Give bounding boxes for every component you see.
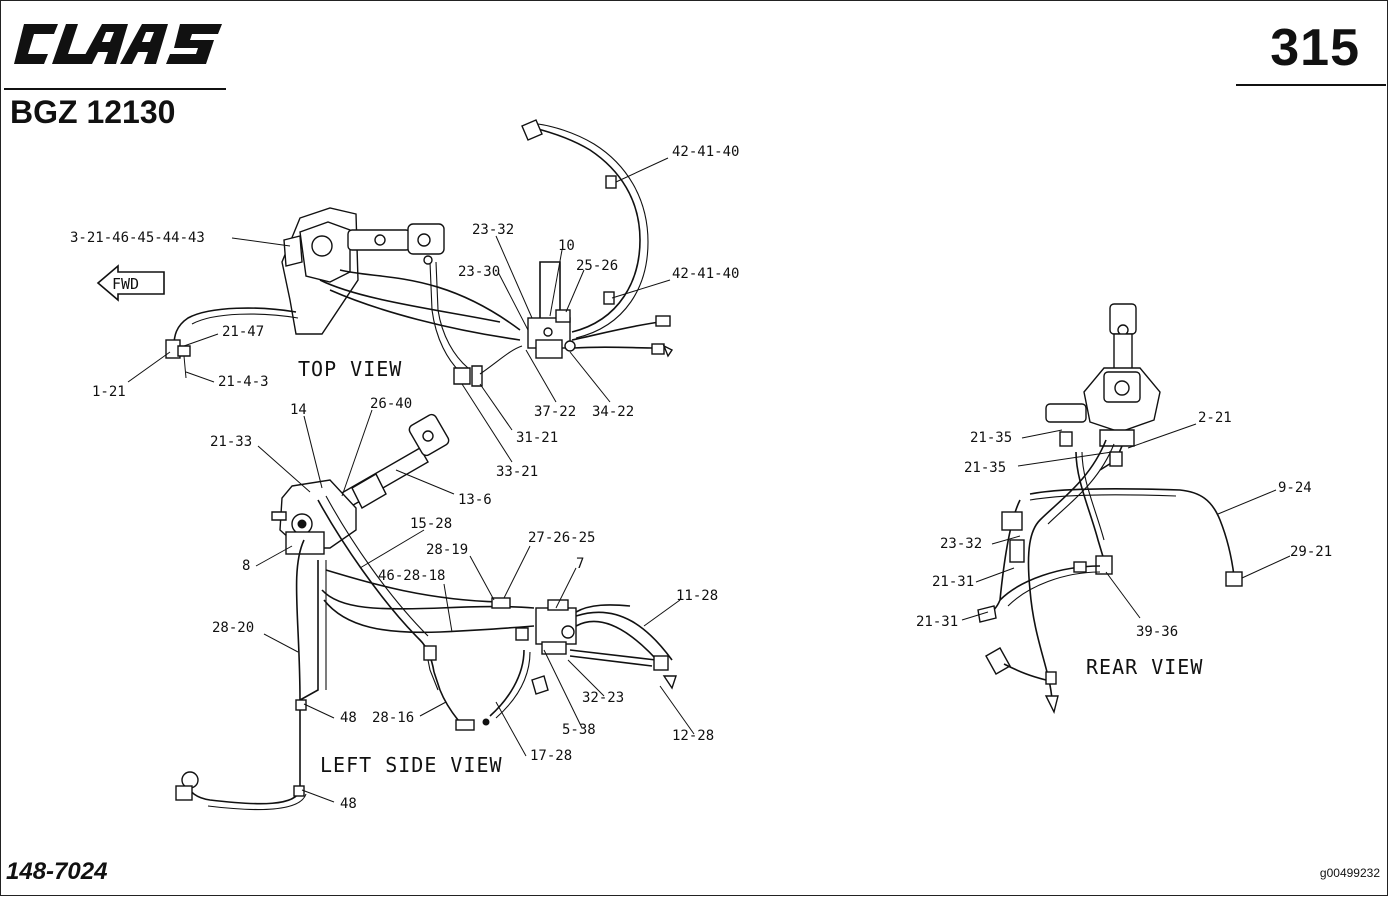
diagram-code: 148-7024 (6, 858, 108, 885)
callout-46-28-18: 46-28-18 (378, 568, 445, 584)
callout-5-38: 5-38 (562, 722, 596, 738)
callout-28-20: 28-20 (212, 620, 254, 636)
callout-25-26: 25-26 (576, 258, 618, 274)
callout-2-21: 2-21 (1198, 410, 1232, 426)
callout-48-b: 48 (340, 796, 357, 812)
callout-9-24: 9-24 (1278, 480, 1312, 496)
callout-42-41-40-b: 42-41-40 (672, 266, 739, 282)
claas-logo (14, 24, 222, 64)
callout-39-36: 39-36 (1136, 624, 1178, 640)
callout-15-28: 15-28 (410, 516, 452, 532)
callout-23-32-rear: 23-32 (940, 536, 982, 552)
rear-view-callouts: 21-35 2-21 21-35 9-24 23-32 29-21 21-31 … (916, 410, 1332, 679)
callout-33-21: 33-21 (496, 464, 538, 480)
callout-10: 10 (558, 238, 575, 254)
callout-21-47: 21-47 (222, 324, 264, 340)
image-id: g00499232 (1319, 866, 1380, 880)
rear-view-title: REAR VIEW (1086, 655, 1203, 679)
callout-31-21: 31-21 (516, 430, 558, 446)
callout-13-6: 13-6 (458, 492, 492, 508)
page-number-underline (1236, 84, 1386, 86)
logo-underline (4, 88, 226, 90)
callout-11-28: 11-28 (676, 588, 718, 604)
callout-21-31-b: 21-31 (916, 614, 958, 630)
model-code: BGZ 12130 (10, 94, 176, 130)
page-number: 315 (1270, 19, 1360, 77)
callout-23-32: 23-32 (472, 222, 514, 238)
callout-1-21: 1-21 (92, 384, 126, 400)
callout-28-16: 28-16 (372, 710, 414, 726)
callout-26-40: 26-40 (370, 396, 412, 412)
callout-29-21: 29-21 (1290, 544, 1332, 560)
fwd-arrow: FWD (96, 264, 165, 302)
callout-34-22: 34-22 (592, 404, 634, 420)
callout-21-35-a: 21-35 (970, 430, 1012, 446)
left-side-view-assembly (175, 413, 677, 811)
callout-21-33: 21-33 (210, 434, 252, 450)
callout-23-30: 23-30 (458, 264, 500, 280)
callout-37-22: 37-22 (534, 404, 576, 420)
callout-3-21-46-45-44-43: 3-21-46-45-44-43 (70, 230, 205, 246)
callout-21-31-a: 21-31 (932, 574, 974, 590)
rear-view-assembly (977, 303, 1243, 715)
callout-28-19: 28-19 (426, 542, 468, 558)
callout-14: 14 (290, 402, 307, 418)
callout-27-26-25: 27-26-25 (528, 530, 595, 546)
top-view-assembly (165, 119, 674, 387)
callout-7: 7 (576, 556, 584, 572)
callout-8: 8 (242, 558, 250, 574)
left-side-view-callouts: 14 26-40 21-33 13-6 15-28 28-19 27-26-25… (210, 396, 718, 812)
callout-21-4-3: 21-4-3 (218, 374, 269, 390)
callout-42-41-40-a: 42-41-40 (672, 144, 739, 160)
callout-48-a: 48 (340, 710, 357, 726)
callout-12-28: 12-28 (672, 728, 714, 744)
fwd-label: FWD (112, 275, 139, 293)
callout-17-28: 17-28 (530, 748, 572, 764)
callout-32-23: 32-23 (582, 690, 624, 706)
top-view-callouts: 42-41-40 3-21-46-45-44-43 23-32 10 25-26… (70, 144, 739, 480)
left-side-view-title: LEFT SIDE VIEW (320, 753, 503, 777)
callout-21-35-b: 21-35 (964, 460, 1006, 476)
top-view-title: TOP VIEW (298, 357, 402, 381)
